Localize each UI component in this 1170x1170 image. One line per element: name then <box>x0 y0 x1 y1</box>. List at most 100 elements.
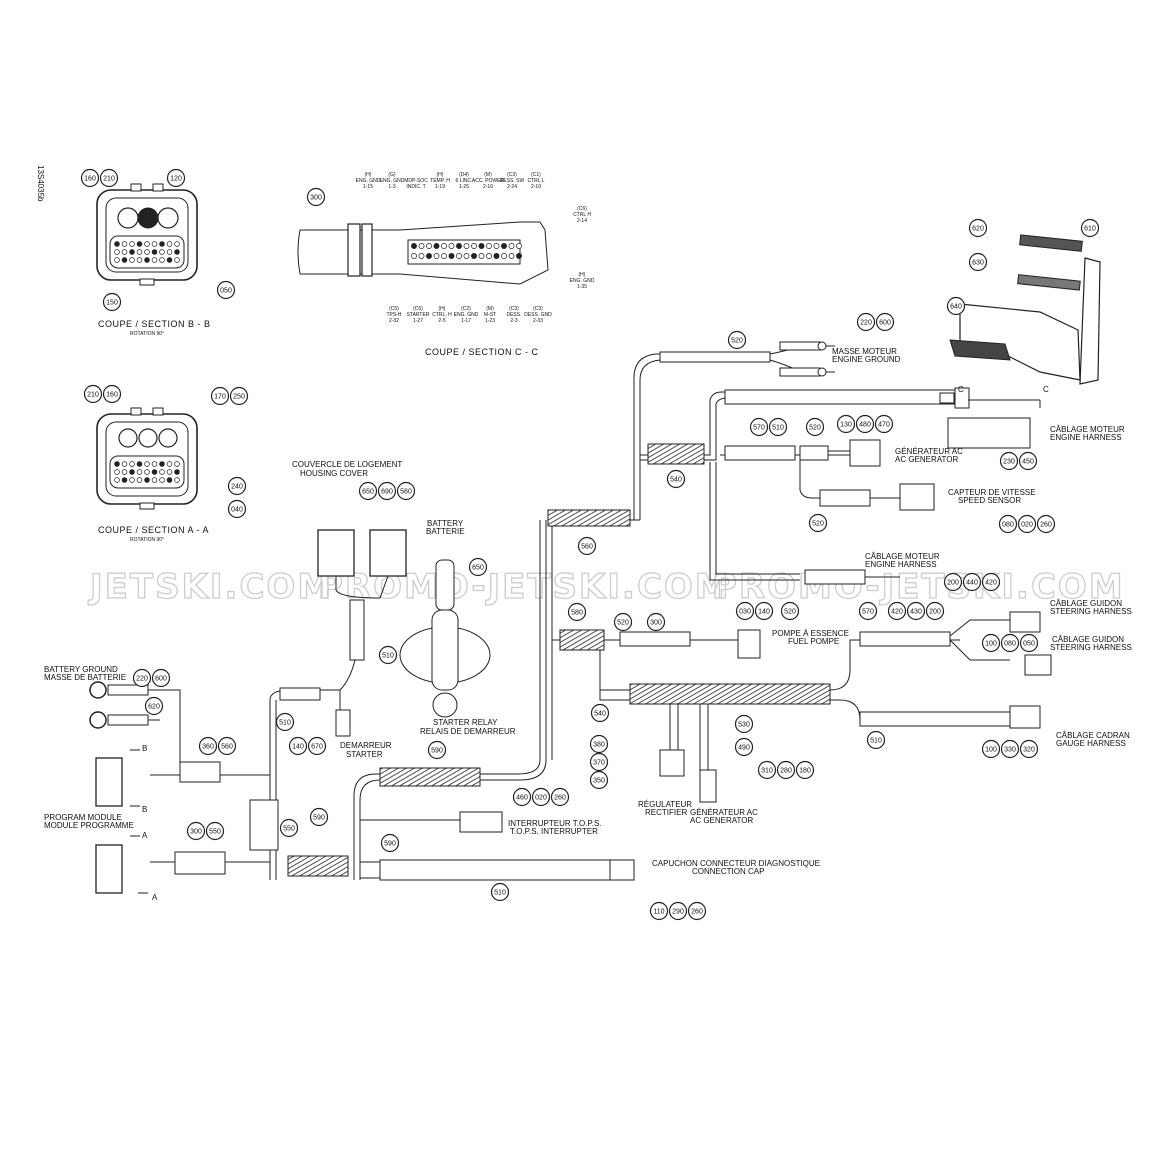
steering-harness-2-fr: CÂBLAGE GUIDON <box>1052 635 1124 644</box>
pin-label: (H) <box>365 172 372 178</box>
callout-c520-e: 520 <box>780 601 800 621</box>
pin <box>151 249 158 255</box>
pin <box>463 253 470 259</box>
callout-number: 300 <box>190 829 202 836</box>
pin <box>478 243 485 249</box>
callout-number: 210 <box>87 392 99 399</box>
pin <box>129 477 135 483</box>
pin-label: 1-25 <box>459 184 469 190</box>
section-b-marker-bottom: B <box>142 805 147 814</box>
pin <box>144 477 150 483</box>
fuel-pump-en: FUEL POMPE <box>788 637 839 646</box>
pin <box>166 469 173 475</box>
pin-label: MDP-SOC <box>404 178 428 184</box>
callout-number: 020 <box>1021 522 1033 529</box>
pin-label: 2-24 <box>507 184 517 190</box>
callout-number: 440 <box>966 580 978 587</box>
callout-number: 520 <box>809 425 821 432</box>
section-a-marker-top: A <box>142 831 148 840</box>
pin-label: CTRL. H <box>432 312 452 318</box>
pin <box>144 461 150 467</box>
battery-ground-fr: MASSE DE BATTERIE <box>44 673 126 682</box>
pin-label: DESS. <box>506 312 521 318</box>
callout-number: 510 <box>772 425 784 432</box>
pin-label: 2-16 <box>483 184 493 190</box>
rectifier-fr: RÉGULATEUR <box>638 800 692 809</box>
pin-label: (G) <box>388 172 396 178</box>
pin-label: 2-33 <box>533 318 543 324</box>
section-bb-title: COUPE / SECTION B - B <box>98 319 211 329</box>
steering-harness-1-en: STEERING HARNESS <box>1050 607 1132 616</box>
callout-number: 510 <box>870 738 882 745</box>
pin <box>501 253 507 259</box>
callout-c510-d: 510 <box>490 882 510 902</box>
pin <box>114 469 120 475</box>
callout-number: 280 <box>780 768 792 775</box>
pin <box>121 241 128 247</box>
callout-c590-b: 590 <box>427 740 447 760</box>
callout-c120: 120 <box>166 168 186 188</box>
callout-number: 610 <box>1084 226 1096 233</box>
pin <box>136 257 143 263</box>
callout-number: 130 <box>840 422 852 429</box>
callout-number: 690 <box>381 489 393 496</box>
pin-label: (C5) <box>389 306 399 312</box>
callout-c140-670: 140 670 <box>288 736 327 756</box>
pin-label: 1-15 <box>363 184 373 190</box>
pin <box>478 253 485 259</box>
callout-number: 650 <box>472 565 484 572</box>
callout-c570-b: 570 <box>858 601 878 621</box>
pin-label: (C3) <box>509 306 519 312</box>
pin <box>448 253 455 259</box>
pin-label: 1-27 <box>413 318 423 324</box>
steering-harness-1-fr: CÂBLAGE GUIDON <box>1050 599 1122 608</box>
pin-label: 1-35 <box>577 284 587 290</box>
engine-harness-1-fr: CÂBLAGE MOTEUR <box>1050 425 1125 434</box>
pin <box>501 243 507 249</box>
pin <box>159 469 165 475</box>
pin <box>121 257 128 263</box>
callout-number: 200 <box>929 609 941 616</box>
callout-number: 590 <box>384 841 396 848</box>
callout-number: 260 <box>691 909 703 916</box>
callout-number: 480 <box>859 422 871 429</box>
pin <box>151 477 158 483</box>
pin <box>166 257 173 263</box>
pin <box>159 257 165 263</box>
pin-label: CTRL H <box>573 212 591 218</box>
diag-cap-fr: CAPUCHON CONNECTEUR DIAGNOSTIQUE <box>652 859 820 868</box>
fuel-pump-fr: POMPE À ESSENCE <box>772 629 849 638</box>
section-cc-pins <box>411 243 522 259</box>
pin <box>441 243 447 249</box>
pin <box>471 253 477 259</box>
speed-sensor-en: SPEED SENSOR <box>958 496 1021 505</box>
callout-number: 030 <box>739 609 751 616</box>
engine-harness-1-en: ENGINE HARNESS <box>1050 433 1122 442</box>
starter-fr: DEMARREUR <box>340 741 392 750</box>
callout-number: 540 <box>670 477 682 484</box>
callout-number: 140 <box>292 744 304 751</box>
pin <box>159 461 165 467</box>
callout-number: 320 <box>1023 747 1035 754</box>
callout-number: 670 <box>311 744 323 751</box>
pin <box>129 469 135 475</box>
pin <box>418 253 425 259</box>
callout-number: 100 <box>985 747 997 754</box>
pin <box>121 461 128 467</box>
pin-label: ENG. GND <box>570 278 595 284</box>
callout-number: 470 <box>878 422 890 429</box>
pin <box>129 257 135 263</box>
ac-generator-2-fr: GÉNÉRATEUR AC <box>690 808 758 817</box>
pin <box>426 253 432 259</box>
callout-c240: 240 <box>227 476 247 496</box>
pin <box>493 243 500 249</box>
callout-number: 600 <box>879 320 891 327</box>
